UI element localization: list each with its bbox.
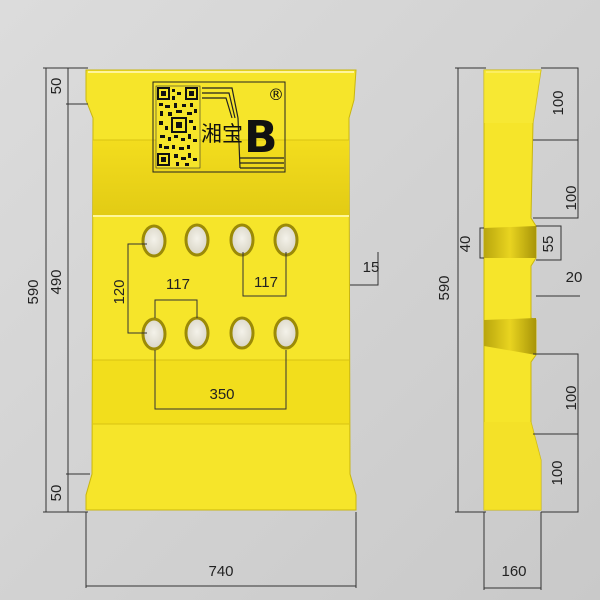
bolt-hole [184,316,210,350]
dim-line-step-offset [350,252,379,286]
bolt-hole [141,224,167,258]
qr-code-icon [155,85,201,169]
dim-inner-height: 490 [48,269,65,294]
dim-hole-span: 350 [209,386,234,403]
front-external-dimensions [43,67,379,588]
dim-side-groove-width: 55 [540,236,557,253]
front-view: 湘宝 B ® 120 117 117 350 [25,67,380,588]
dim-hole-row-spacing: 120 [111,279,128,304]
hole-row-spacing-line [127,243,147,334]
side-groove-upper [484,226,536,258]
dim-bottom-offset: 50 [48,485,65,502]
bolt-hole [229,316,255,350]
side-dimension-lines [455,67,580,590]
bolt-hole [184,223,210,257]
hole-span-line [154,350,287,410]
dim-side-total-height: 590 [436,275,453,300]
hole-pitch-left-line [154,299,198,318]
hole-pitch-right-line [242,252,287,297]
front-internal-dimensions [127,243,287,410]
side-bottom-bevel [484,422,541,510]
front-band-lower [93,360,349,424]
dim-hole-pitch-right: 117 [254,274,278,291]
bolt-hole [141,317,167,351]
side-top-bevel [484,70,541,123]
dim-width: 740 [208,563,233,580]
dim-step-offset: 15 [363,259,380,276]
dim-hole-pitch-left: 117 [166,276,190,293]
registered-mark: ® [268,85,284,104]
dim-side-bottom-segment-1: 100 [563,385,580,410]
side-view: 590 100 100 40 55 20 100 100 160 [436,67,583,590]
dim-side-top-segment-2: 100 [563,185,580,210]
brand-label-frame [152,81,286,173]
dim-side-thickness: 160 [501,563,526,580]
dim-side-top-segment-1: 100 [550,90,567,115]
dim-side-bottom-segment-2: 100 [549,460,566,485]
front-band-upper [93,140,349,216]
side-groove-lower [484,318,536,355]
bolt-hole [229,223,255,257]
brand-letter-logo: B [244,112,278,163]
bolt-holes-upper-row [141,223,299,258]
dim-side-center-gap: 20 [566,269,583,286]
bolt-hole [273,316,299,350]
bolt-holes-lower-row [141,316,299,351]
dim-side-groove-depth: 40 [457,236,474,253]
brand-stripes [202,87,284,169]
brand-label: 湘宝 B ® [152,81,286,173]
bolt-hole [273,223,299,257]
dim-top-offset: 50 [48,78,65,95]
brand-chinese-text: 湘宝 [201,122,243,146]
dim-total-height: 590 [25,279,42,304]
